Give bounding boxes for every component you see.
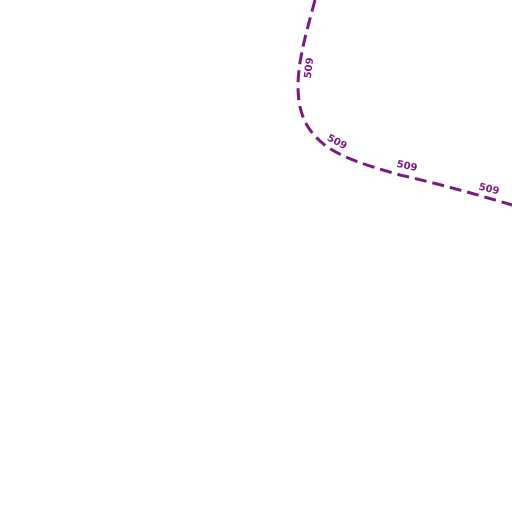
route-label-509: 509 xyxy=(396,159,419,174)
route-label-509: 509 xyxy=(477,182,500,198)
route-509-line xyxy=(296,0,512,207)
route-label-509: 509 xyxy=(303,57,316,79)
